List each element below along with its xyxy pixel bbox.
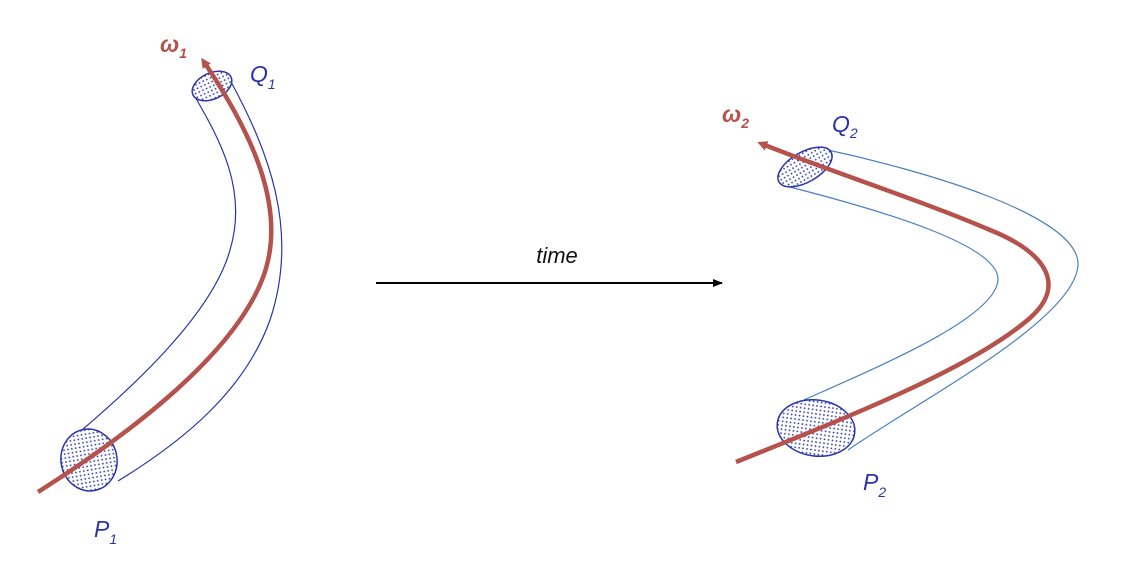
left-vortex-line-arrow [36, 57, 274, 494]
right-tube-wall-outer [827, 149, 1079, 451]
left-p1-label: P1 [94, 516, 117, 547]
right-vortex-tube [735, 141, 1079, 465]
left-tube-wall-inner [69, 94, 237, 441]
right-q2-label: Q2 [832, 111, 858, 141]
left-tube-wall-outer [117, 79, 283, 482]
left-q1-label: Q1 [250, 61, 276, 92]
right-vorticity-label: ω2 [722, 101, 749, 131]
right-vortex-line-arrow [735, 141, 1051, 465]
right-p2-label: P2 [863, 469, 886, 500]
left-vortex-tube [36, 57, 283, 494]
time-arrow: time [376, 243, 723, 287]
right-cross-section-q2 [777, 146, 833, 188]
right-tube-wall-inner [785, 185, 999, 409]
time-label: time [536, 243, 578, 268]
left-vorticity-label: ω1 [160, 31, 187, 61]
